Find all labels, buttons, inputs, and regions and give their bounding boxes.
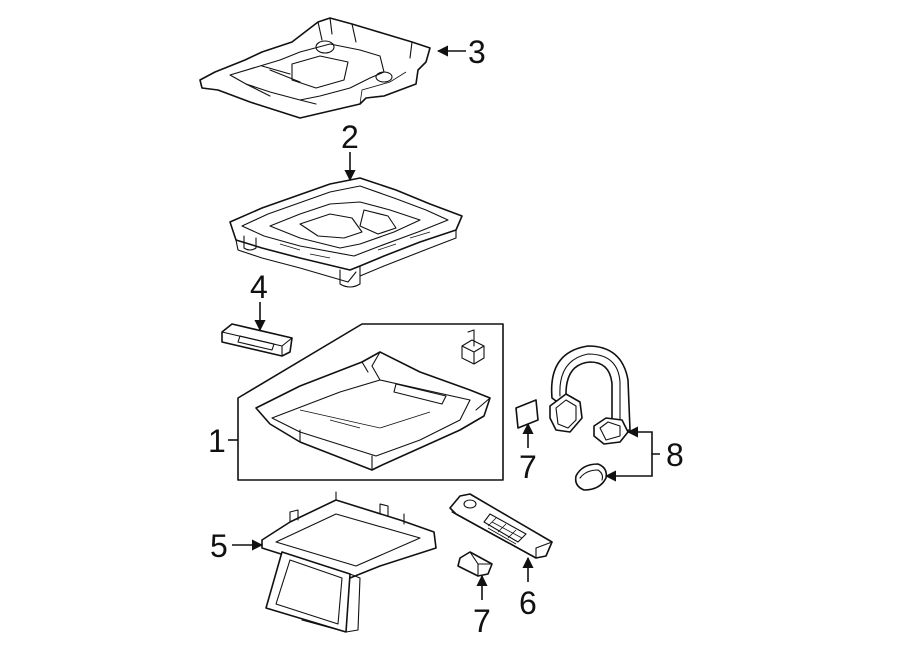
callout-7-lower: 7 bbox=[473, 603, 491, 639]
part-8-headphones bbox=[549, 345, 631, 491]
callout-4: 4 bbox=[250, 269, 268, 305]
callout-8: 8 bbox=[666, 437, 684, 473]
part-4-trim-piece bbox=[221, 323, 293, 357]
callout-1: 1 bbox=[208, 423, 226, 459]
part-3-mounting-bracket bbox=[199, 17, 431, 119]
callout-5: 5 bbox=[210, 528, 228, 564]
part-7-battery-lower bbox=[457, 551, 493, 577]
part-7-battery-upper bbox=[515, 399, 539, 429]
leader-8-headphones bbox=[626, 426, 660, 455]
callout-labels: 3 2 4 1 5 6 7 7 8 bbox=[208, 34, 684, 639]
part-5-flip-down-monitor bbox=[261, 491, 437, 633]
part-1-display-housing bbox=[237, 323, 504, 481]
part-6-remote-control bbox=[449, 493, 553, 559]
callout-6: 6 bbox=[519, 585, 537, 621]
leader-8-earpad bbox=[604, 454, 653, 482]
leader-lines bbox=[228, 45, 660, 600]
callout-2: 2 bbox=[341, 119, 359, 155]
callout-3: 3 bbox=[468, 34, 486, 70]
callout-7-upper: 7 bbox=[519, 449, 537, 485]
